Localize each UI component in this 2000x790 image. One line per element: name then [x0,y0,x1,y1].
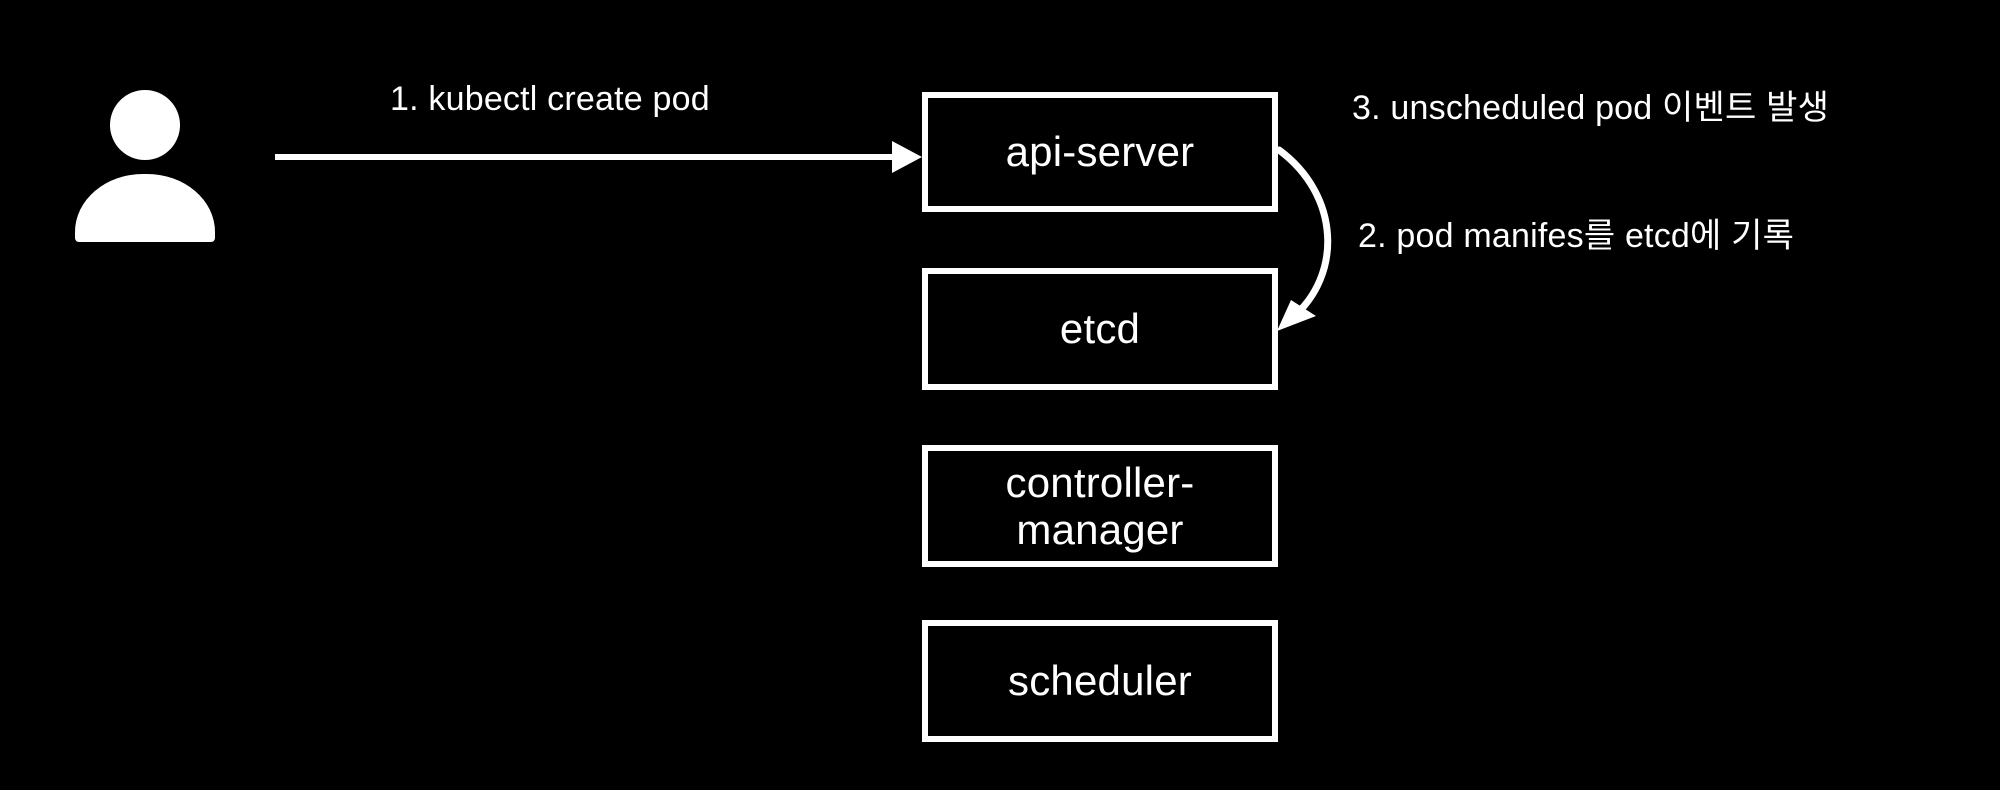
person-icon [70,90,220,245]
step-label-1: 1. kubectl create pod [390,80,710,118]
step-label-2: 2. pod manifes를 etcd에 기록 [1358,217,1795,255]
person-body-shape [75,174,215,242]
node-label-etcd: etcd [1059,305,1141,353]
step-label-3: 3. unscheduled pod 이벤트 발생 [1352,89,1830,127]
node-scheduler[interactable]: scheduler [922,620,1278,742]
person-head-shape [110,90,180,160]
node-etcd[interactable]: etcd [922,268,1278,390]
node-label-api-server: api-server [1005,128,1195,176]
node-api-server[interactable]: api-server [922,92,1278,212]
node-label-scheduler: scheduler [1008,657,1192,705]
connector-api-server-to-etcd [1275,146,1332,331]
node-controller-manager[interactable]: controller- manager [922,445,1278,567]
connector-user-to-api-server [275,141,922,173]
node-label-controller-manager: controller- manager [1005,458,1195,553]
